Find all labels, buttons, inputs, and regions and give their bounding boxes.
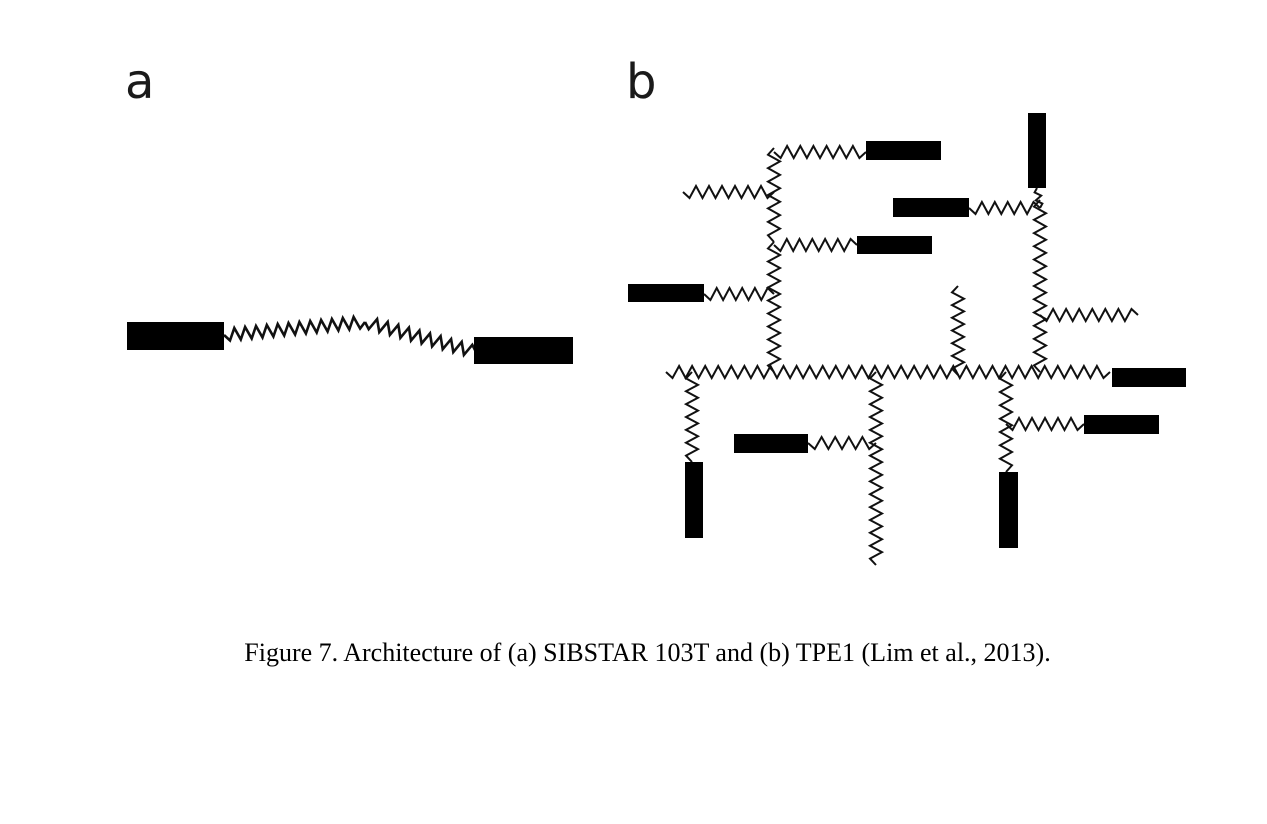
end-block-vertical-top-right [1028,113,1046,188]
dangling-arm-left [682,183,775,201]
midblock-chain-1 [223,313,367,343]
panel-label-b: b [626,54,657,110]
arm-left [703,285,775,303]
backbone-right-segment [1031,199,1049,373]
end-block-left [127,322,224,350]
end-block-bottom-left [685,462,703,538]
arm-lower-middle [807,434,877,452]
backbone-horizontal [665,363,1111,381]
end-block-far-right [1112,368,1186,387]
panel-label-a: a [125,54,155,110]
midblock-chain-2 [363,316,478,358]
end-block-upper-middle [857,236,932,254]
diagram-a-sibstar-103t [127,313,573,364]
arm-upper-right [968,199,1041,217]
end-block-right-middle [1084,415,1159,434]
arm-lower-right [1005,415,1085,433]
arm-upper-middle [773,236,858,254]
dangling-arm-center [949,285,967,376]
backbone-center-drop [867,371,885,566]
end-block-lower-right [999,472,1018,548]
figure-caption: Figure 7. Architecture of (a) SIBSTAR 10… [244,638,1051,667]
dangling-arm-right [1039,306,1139,324]
end-block-left [628,284,704,302]
arm-top [773,143,867,161]
arm-lower-right-vertical [997,371,1015,473]
end-block-upper-right [893,198,969,217]
backbone-left-segment [765,241,783,373]
end-block-lower-middle [734,434,808,453]
backbone-top-segment [765,147,783,243]
arm-vertical-top-right [1033,187,1044,209]
end-block-right [474,337,573,364]
end-block-top [866,141,941,160]
arm-bottom-left-vertical [683,371,701,463]
diagram-b-tpe1 [628,113,1186,566]
